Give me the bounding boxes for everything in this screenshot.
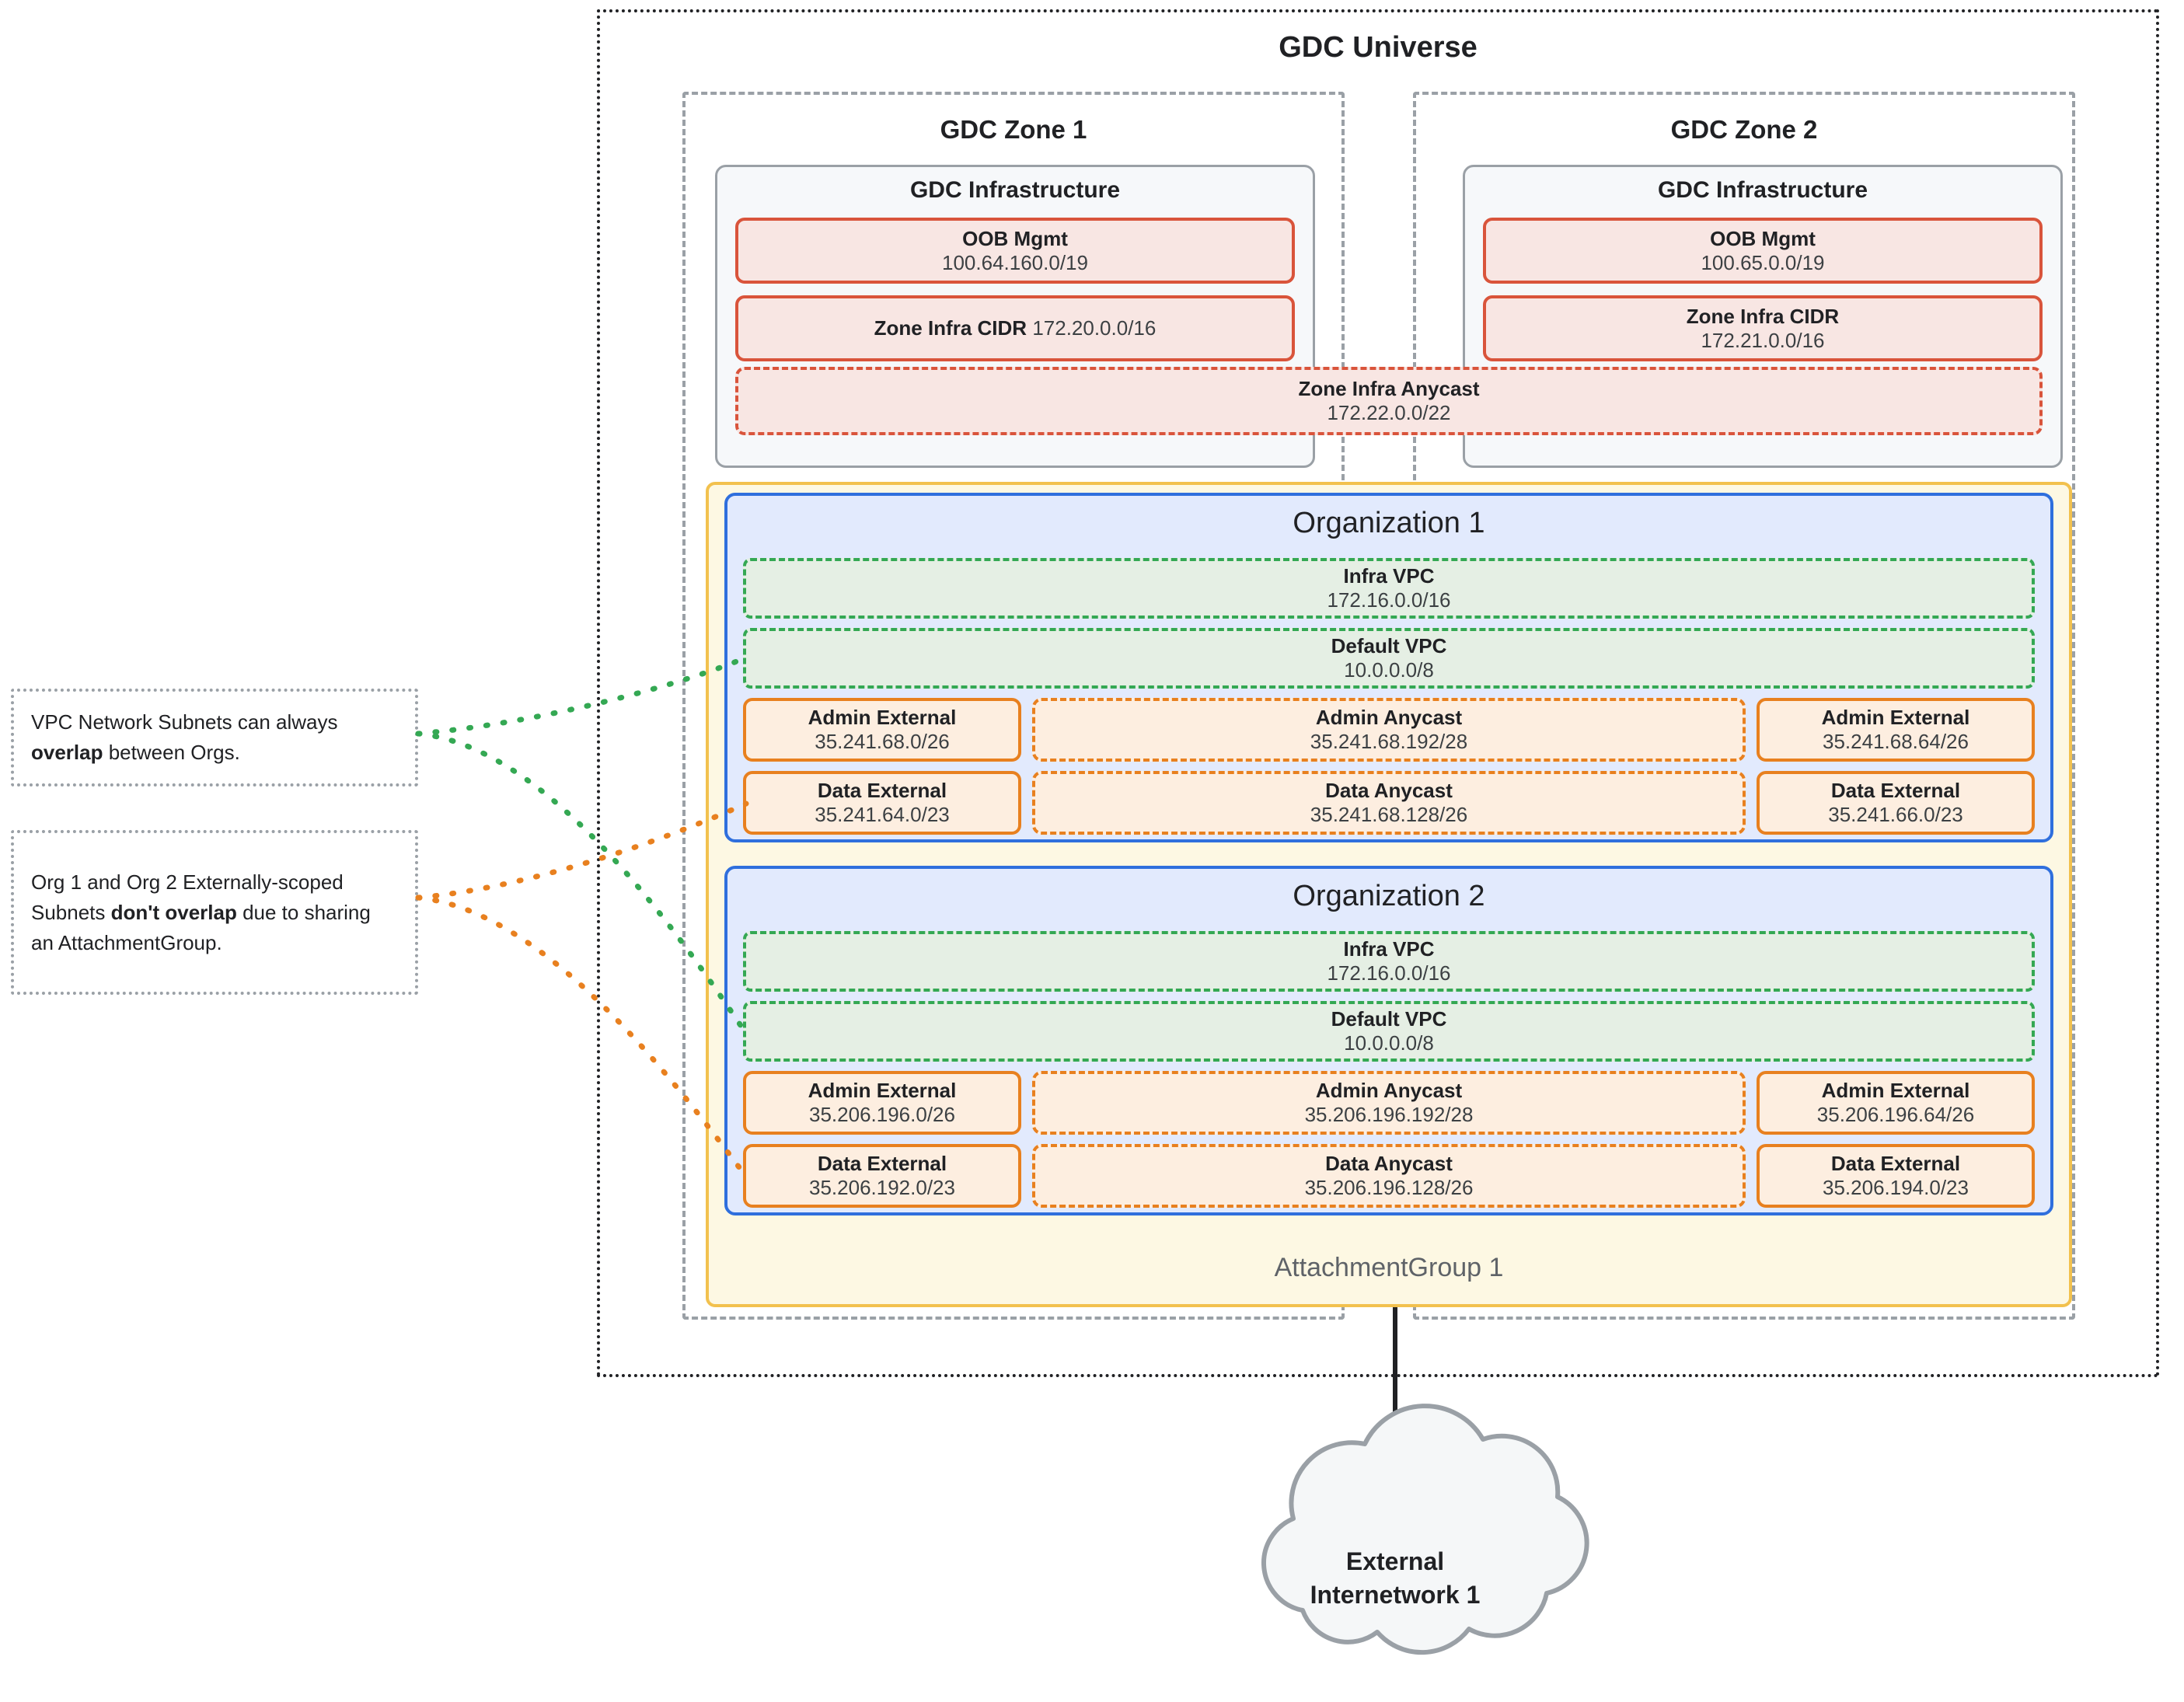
org-1-data-anycast-label: Data Anycast: [1325, 778, 1453, 802]
gdc-universe-title: GDC Universe: [1279, 31, 1478, 64]
note-vpc-overlap-prefix: VPC Network Subnets can always: [31, 710, 338, 734]
org-2-default-vpc: Default VPC 10.0.0.0/8: [743, 1001, 2035, 1062]
gdc-zone-1-title: GDC Zone 1: [940, 115, 1087, 144]
zone-infra-cidr-zone-1-label: Zone Infra CIDR: [874, 316, 1027, 340]
org-2-data-anycast: Data Anycast 35.206.196.128/26: [1032, 1144, 1746, 1208]
zone-infra-anycast-label: Zone Infra Anycast: [1298, 377, 1480, 401]
org-1-data-external-left-label: Data External: [817, 778, 947, 802]
oob-mgmt-zone-1-cidr: 100.64.160.0/19: [942, 250, 1088, 274]
oob-mgmt-zone-2: OOB Mgmt 100.65.0.0/19: [1483, 218, 2043, 284]
org-1-default-vpc-cidr: 10.0.0.0/8: [1344, 658, 1434, 682]
org-1-infra-vpc-label: Infra VPC: [1343, 563, 1435, 588]
org-1-data-external-right: Data External 35.241.66.0/23: [1757, 771, 2035, 835]
external-internetwork-label-line-2: Internetwork 1: [1310, 1581, 1481, 1610]
org-2-data-external-left-cidr: 35.206.192.0/23: [809, 1176, 955, 1199]
org-2-default-vpc-cidr: 10.0.0.0/8: [1344, 1031, 1434, 1055]
org-1-admin-external-right-cidr: 35.241.68.64/26: [1823, 730, 1969, 753]
org-2-infra-vpc: Infra VPC 172.16.0.0/16: [743, 931, 2035, 992]
org-1-infra-vpc: Infra VPC 172.16.0.0/16: [743, 558, 2035, 619]
org-2-admin-anycast-cidr: 35.206.196.192/28: [1304, 1103, 1474, 1126]
oob-mgmt-zone-2-cidr: 100.65.0.0/19: [1701, 250, 1825, 274]
org-1-admin-external-right-label: Admin External: [1821, 705, 1970, 729]
external-internetwork-cloud: [1261, 1404, 1589, 1655]
zone-infra-cidr-zone-1-cidr: 172.20.0.0/16: [1032, 316, 1157, 340]
org-2-admin-anycast: Admin Anycast 35.206.196.192/28: [1032, 1071, 1746, 1135]
note-external-no-overlap: Org 1 and Org 2 Externally-scoped Subnet…: [11, 830, 418, 995]
organization-1-title: Organization 1: [1293, 507, 1485, 539]
org-1-data-external-left-cidr: 35.241.64.0/23: [815, 803, 950, 826]
zone-infra-cidr-zone-2-cidr: 172.21.0.0/16: [1701, 328, 1825, 352]
gdc-zone-2-title: GDC Zone 2: [1670, 115, 1818, 144]
org-2-data-external-left-label: Data External: [817, 1151, 947, 1175]
zone-infra-cidr-zone-1-text: Zone Infra CIDR 172.20.0.0/16: [874, 316, 1157, 340]
org-2-admin-external-left-label: Admin External: [808, 1078, 957, 1102]
note-external-no-overlap-emphasis: don't overlap: [110, 900, 237, 924]
note-external-no-overlap-suffix: due to sharing an AttachmentGroup.: [31, 900, 371, 954]
org-2-data-external-right-label: Data External: [1830, 1151, 1961, 1175]
zone-infra-cidr-zone-2: Zone Infra CIDR 172.21.0.0/16: [1483, 295, 2043, 361]
attachment-group-1-label: AttachmentGroup 1: [1274, 1253, 1504, 1282]
zone-infra-anycast: Zone Infra Anycast 172.22.0.0/22: [735, 367, 2043, 435]
org-2-admin-external-left: Admin External 35.206.196.0/26: [743, 1071, 1021, 1135]
org-1-data-anycast-cidr: 35.241.68.128/26: [1310, 803, 1468, 826]
org-1-admin-anycast-cidr: 35.241.68.192/28: [1310, 730, 1468, 753]
note-vpc-overlap: VPC Network Subnets can always overlap b…: [11, 689, 418, 786]
org-2-infra-vpc-cidr: 172.16.0.0/16: [1327, 961, 1451, 985]
zone-infra-anycast-cidr: 172.22.0.0/22: [1327, 401, 1451, 424]
org-1-data-external-left: Data External 35.241.64.0/23: [743, 771, 1021, 835]
org-2-data-anycast-label: Data Anycast: [1325, 1151, 1453, 1175]
external-internetwork-label-line-1: External: [1345, 1547, 1445, 1575]
org-1-infra-vpc-cidr: 172.16.0.0/16: [1327, 588, 1451, 612]
note-external-no-overlap-prefix: Org 1 and Org 2 Externally-scoped Subnet…: [31, 870, 344, 924]
gdc-infrastructure-zone-2-title: GDC Infrastructure: [1657, 177, 1868, 203]
org-2-data-anycast-cidr: 35.206.196.128/26: [1304, 1176, 1474, 1199]
org-1-admin-external-left: Admin External 35.241.68.0/26: [743, 698, 1021, 762]
org-2-admin-anycast-label: Admin Anycast: [1315, 1078, 1463, 1102]
zone-infra-cidr-zone-2-label: Zone Infra CIDR: [1686, 304, 1840, 328]
org-2-infra-vpc-label: Infra VPC: [1343, 936, 1435, 961]
org-2-admin-external-left-cidr: 35.206.196.0/26: [809, 1103, 955, 1126]
oob-mgmt-zone-1: OOB Mgmt 100.64.160.0/19: [735, 218, 1295, 284]
oob-mgmt-zone-2-label: OOB Mgmt: [1710, 226, 1816, 250]
org-2-admin-external-right: Admin External 35.206.196.64/26: [1757, 1071, 2035, 1135]
org-2-admin-external-right-cidr: 35.206.196.64/26: [1816, 1103, 1975, 1126]
org-2-data-external-right: Data External 35.206.194.0/23: [1757, 1144, 2035, 1208]
org-1-admin-anycast: Admin Anycast 35.241.68.192/28: [1032, 698, 1746, 762]
org-2-default-vpc-label: Default VPC: [1331, 1006, 1447, 1031]
gdc-infrastructure-zone-1-title: GDC Infrastructure: [909, 177, 1121, 203]
org-1-admin-external-right: Admin External 35.241.68.64/26: [1757, 698, 2035, 762]
external-internetwork-label: External Internetwork 1: [1251, 1545, 1539, 1612]
org-1-default-vpc-label: Default VPC: [1331, 633, 1447, 657]
org-1-data-external-right-cidr: 35.241.66.0/23: [1828, 803, 1963, 826]
org-1-admin-external-left-label: Admin External: [808, 705, 957, 729]
note-vpc-overlap-suffix: between Orgs.: [103, 741, 240, 764]
org-1-default-vpc: Default VPC 10.0.0.0/8: [743, 628, 2035, 689]
oob-mgmt-zone-1-label: OOB Mgmt: [962, 226, 1068, 250]
organization-2-title: Organization 2: [1293, 880, 1485, 912]
org-1-admin-anycast-label: Admin Anycast: [1315, 705, 1463, 729]
org-2-data-external-left: Data External 35.206.192.0/23: [743, 1144, 1021, 1208]
org-2-data-external-right-cidr: 35.206.194.0/23: [1823, 1176, 1969, 1199]
org-1-data-anycast: Data Anycast 35.241.68.128/26: [1032, 771, 1746, 835]
zone-infra-cidr-zone-1: Zone Infra CIDR 172.20.0.0/16: [735, 295, 1295, 361]
org-2-admin-external-right-label: Admin External: [1821, 1078, 1970, 1102]
org-1-admin-external-left-cidr: 35.241.68.0/26: [815, 730, 950, 753]
org-1-data-external-right-label: Data External: [1830, 778, 1961, 802]
note-vpc-overlap-emphasis: overlap: [31, 741, 103, 764]
